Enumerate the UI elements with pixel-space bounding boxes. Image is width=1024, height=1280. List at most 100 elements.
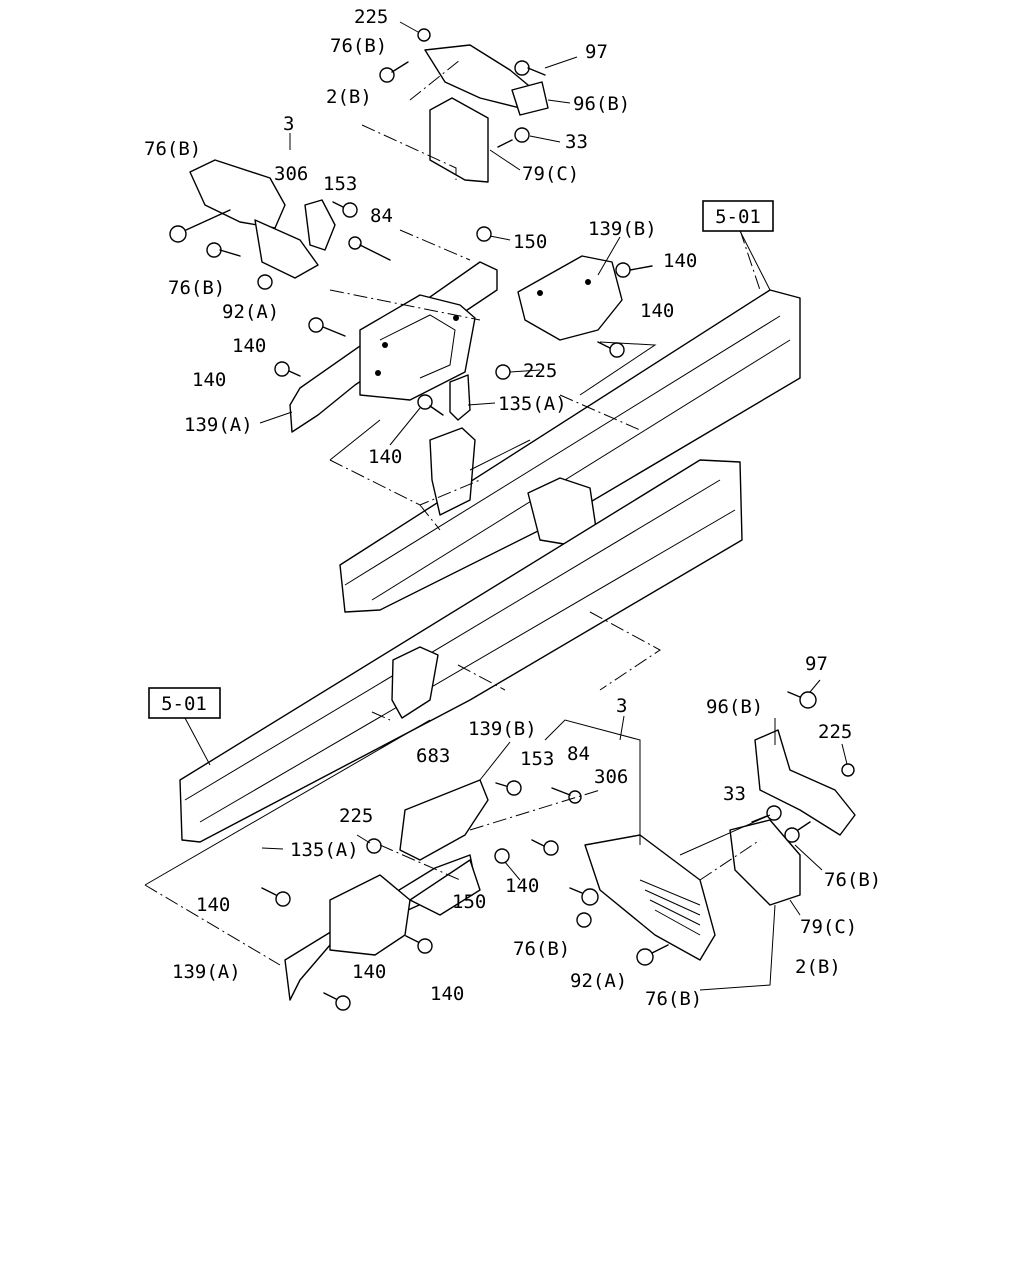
upper-bolt-76b-lower [206,242,241,258]
label-76b: 76(B) [645,988,702,1010]
label-79c: 79(C) [522,163,579,185]
lower-labels: 97 96(B) 225 3 139(B) 683 153 84 306 33 … [172,653,881,1010]
upper-plate-2b [424,44,549,183]
upper-bolt-140-c [308,317,346,337]
label-140: 140 [192,369,226,391]
label-225: 225 [818,721,852,743]
lower-bolt-140-c [405,935,433,954]
label-139b: 139(B) [468,718,537,740]
upper-pin-84 [348,236,391,261]
label-76b: 76(B) [144,138,201,160]
lower-nut-225 [366,838,382,854]
label-97: 97 [585,41,608,63]
upper-nut-225 [495,364,511,380]
label-140: 140 [430,983,464,1005]
label-92a: 92(A) [570,970,627,992]
lower-nut-92a [576,912,592,928]
label-150: 150 [452,891,486,913]
label-33: 33 [723,783,746,805]
ref-upper-label: 5-01 [715,206,761,228]
label-97: 97 [805,653,828,675]
upper-bolt-140-b [597,341,625,358]
ref-lower-label: 5-01 [161,693,207,715]
label-140: 140 [368,446,402,468]
upper-nut-150 [476,226,492,242]
lower-bracket-139b [399,779,489,861]
lower-nut-150 [494,848,510,864]
label-225: 225 [523,360,557,382]
upper-labels: 225 76(B) 97 2(B) 96(B) 3 33 76(B) 306 1… [144,6,697,468]
lower-assembly-lines [144,611,776,991]
upper-clip-135a [449,374,471,421]
label-135a: 135(A) [498,393,567,415]
upper-frame-rail [339,289,801,613]
label-140: 140 [196,894,230,916]
label-139b: 139(B) [588,218,657,240]
lower-plate-2b [729,729,856,906]
label-76b: 76(B) [330,35,387,57]
lower-pin-84 [551,787,582,804]
label-76b: 76(B) [513,938,570,960]
ref-box-upper[interactable]: 5-01 [702,200,774,232]
label-225: 225 [354,6,388,28]
label-140: 140 [640,300,674,322]
leader-lines [184,21,848,916]
upper-bolt-33 [497,127,530,148]
label-140: 140 [352,961,386,983]
lower-bolt-76b-right [784,821,811,843]
upper-bolt-97 [514,60,546,76]
label-33: 33 [565,131,588,153]
upper-bolt-140-d [274,361,301,377]
lower-bolt-76b-bottom [636,944,669,966]
lower-bolt-97 [787,691,817,709]
label-96b: 96(B) [573,93,630,115]
label-76b: 76(B) [168,277,225,299]
label-2b: 2(B) [326,86,372,108]
label-3: 3 [616,695,627,717]
lower-bolt-33 [751,805,782,823]
label-150: 150 [513,231,547,253]
label-153: 153 [323,173,357,195]
label-3: 3 [283,113,294,135]
label-79c: 79(C) [800,916,857,938]
upper-bracket-139a [289,261,498,433]
label-2b: 2(B) [795,956,841,978]
upper-bolt-76b-left [169,209,231,243]
upper-bolt-225-top [417,28,431,42]
label-140: 140 [505,875,539,897]
label-135a: 135(A) [290,839,359,861]
upper-cover-3 [189,159,336,279]
upper-bolt-140-e [417,394,444,416]
lower-frame-rail [179,459,743,843]
upper-bolt-153 [332,201,358,218]
lower-bolt-153 [495,780,522,796]
lower-cover-3 [584,834,716,961]
upper-bracket-139b [517,255,623,341]
label-683: 683 [416,745,450,767]
upper-nut-92a [257,274,273,290]
lower-bracket-139a [284,854,481,1001]
lower-bolt-76b-mid [569,887,599,906]
label-306: 306 [594,766,628,788]
label-140: 140 [663,250,697,272]
label-140: 140 [232,335,266,357]
upper-bolt-140-a [615,262,653,278]
lower-bolt-225-top [841,763,855,777]
label-92a: 92(A) [222,301,279,323]
label-153: 153 [520,748,554,770]
label-139a: 139(A) [184,414,253,436]
label-306: 306 [274,163,308,185]
upper-assembly-lines [329,59,761,531]
label-96b: 96(B) [706,696,763,718]
label-139a: 139(A) [172,961,241,983]
label-84: 84 [567,743,590,765]
label-225: 225 [339,805,373,827]
lower-bolt-140-a [261,887,291,907]
label-84: 84 [370,205,393,227]
lower-bolt-140-b [531,839,559,856]
label-76b: 76(B) [824,869,881,891]
ref-box-lower[interactable]: 5-01 [148,687,221,719]
upper-bolt-76b-top [379,61,409,83]
lower-bolt-140-d [323,992,351,1011]
